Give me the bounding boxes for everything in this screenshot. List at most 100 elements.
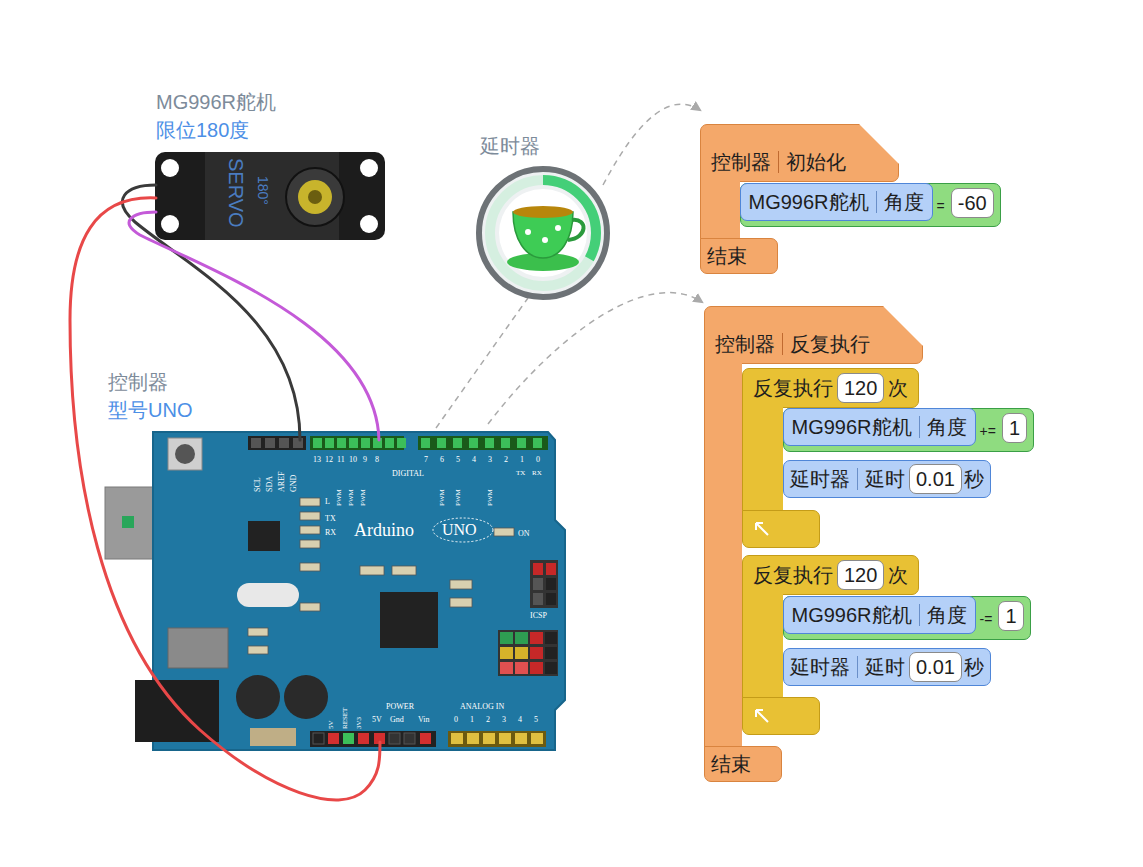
block-bar xyxy=(742,593,783,699)
pin-socket xyxy=(437,438,446,448)
pin-socket xyxy=(533,438,542,448)
part-name: 延时器 xyxy=(480,136,540,156)
block-end: 结束 xyxy=(711,753,751,775)
pin-name: RX xyxy=(532,470,542,477)
pin-number: 8 xyxy=(375,456,379,464)
value-field: 1 xyxy=(1002,413,1027,443)
pin-name: SDA xyxy=(266,476,274,492)
header-name: POWER xyxy=(386,703,414,711)
pin-number: 7 xyxy=(424,456,428,464)
pin-name: PWM xyxy=(348,489,355,506)
loop-arrow xyxy=(753,707,771,725)
operator: = xyxy=(937,191,945,214)
block-bar xyxy=(704,362,742,748)
pin-number: 2 xyxy=(504,456,508,464)
pin-number: 11 xyxy=(337,456,345,464)
block-title: 次 xyxy=(888,377,908,399)
pin-socket xyxy=(501,438,510,448)
pin-socket xyxy=(421,438,430,448)
pin-socket xyxy=(397,438,406,448)
block-footer xyxy=(742,510,820,548)
property-name: 角度 xyxy=(876,191,924,213)
block-tail: -=1 xyxy=(976,597,1028,634)
block-title: 反复执行 xyxy=(753,377,833,399)
header-name: ICSP xyxy=(530,612,547,620)
block-footer xyxy=(742,697,820,735)
pin-number: 5 xyxy=(534,716,538,724)
delay-icon xyxy=(479,169,607,297)
part-name: 延时器 xyxy=(790,656,850,678)
delay-block: 延时器延时0.01秒 xyxy=(783,460,991,498)
method-name: 延时 xyxy=(857,656,905,678)
block-tail: +=1 xyxy=(976,409,1031,446)
value-field: -60 xyxy=(951,188,994,218)
block-head: MG996R舵机角度 xyxy=(740,183,933,222)
pin-name: SCL xyxy=(254,477,262,492)
pin-name: AREF xyxy=(278,472,286,492)
led-name: ON xyxy=(518,530,530,538)
c-block: 控制器反复执行结束反复执行120次MG996R舵机角度+=1延时器延时0.01秒… xyxy=(704,306,923,782)
value-field: 1 xyxy=(998,601,1023,631)
pin-number: 1 xyxy=(470,716,474,724)
pin-number: 10 xyxy=(349,456,357,464)
pin-name: Gnd xyxy=(390,716,404,724)
pin-number: 3 xyxy=(488,456,492,464)
unit: 秒 xyxy=(964,468,984,490)
block-footer: 结束 xyxy=(700,238,778,274)
pin-socket xyxy=(483,733,495,744)
pin-socket xyxy=(469,438,478,448)
count-field: 120 xyxy=(837,560,884,590)
unit: 秒 xyxy=(964,656,984,678)
part-name: MG996R舵机 xyxy=(749,191,869,213)
assign-block: MG996R舵机角度=-60 xyxy=(740,183,1001,227)
block-header: 控制器反复执行 xyxy=(704,306,923,364)
pin-socket xyxy=(499,733,511,744)
block-header: 反复执行120次 xyxy=(742,368,919,408)
pin-number: 3 xyxy=(502,716,506,724)
value-field: 0.01 xyxy=(909,464,962,494)
pin-name: PWM xyxy=(336,489,343,506)
assign-block: MG996R舵机角度 -=1 xyxy=(783,596,1031,640)
led-name: RX xyxy=(325,529,336,537)
block-header: 控制器初始化 xyxy=(700,124,899,182)
loop-arrow xyxy=(753,520,771,538)
pin-name: PWM xyxy=(439,489,446,506)
servo-motor xyxy=(155,152,385,240)
pin-name: PWM xyxy=(360,489,367,506)
part-name: MG996R舵机 xyxy=(156,92,276,112)
pin-number: 4 xyxy=(472,456,476,464)
block-title: 次 xyxy=(888,564,908,586)
pin-socket xyxy=(515,733,527,744)
header-name: ANALOG IN xyxy=(460,703,504,711)
wires xyxy=(70,185,380,800)
pin-name: Vin xyxy=(418,716,430,724)
part-note: 限位180度 xyxy=(156,120,249,140)
pin-socket xyxy=(337,438,346,448)
block-end: 结束 xyxy=(707,245,747,267)
board-model: UNO xyxy=(442,522,477,538)
block-title: 反复执行 xyxy=(782,333,870,355)
pin-number: 0 xyxy=(536,456,540,464)
block-title: 控制器 xyxy=(711,151,771,173)
pin-name: GND xyxy=(290,475,298,492)
delay-block: 延时器延时0.01秒 xyxy=(783,648,991,686)
led-name: TX xyxy=(325,515,336,523)
pin-number: 0 xyxy=(454,716,458,724)
pin-socket xyxy=(313,438,322,448)
block-title: 反复执行 xyxy=(753,564,833,586)
pin-socket xyxy=(453,438,462,448)
part-name: MG996R舵机 xyxy=(792,604,912,626)
pin-socket xyxy=(451,733,463,744)
property-name: 角度 xyxy=(919,604,967,626)
block-title: 初始化 xyxy=(778,151,846,173)
part-name: MG996R舵机 xyxy=(792,416,912,438)
block-tail: = -60 xyxy=(933,184,998,221)
property-name: 角度 xyxy=(919,416,967,438)
pin-socket xyxy=(531,733,543,744)
servo-marking: SERVO xyxy=(226,158,246,228)
pin-socket xyxy=(517,438,526,448)
c-block: 反复执行120次 MG996R舵机角度 -=1 延时器延时0.01秒 xyxy=(742,555,1072,735)
pin-socket xyxy=(325,438,334,448)
block-bar xyxy=(742,406,783,512)
pin-socket xyxy=(349,438,358,448)
